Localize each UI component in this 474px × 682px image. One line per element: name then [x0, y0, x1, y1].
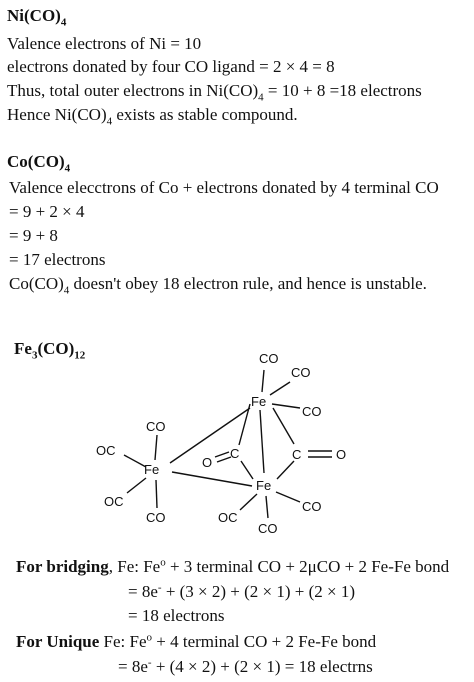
- unique-line1: For Unique Fe: Feo + 4 terminal CO + 2 F…: [16, 632, 376, 652]
- bridge2-c-label: C: [292, 447, 301, 462]
- bridging-line1-a: , Fe: Fe: [108, 557, 161, 576]
- fe3-co12-structure-diagram: Fe Fe Fe CO CO CO CO OC OC CO O C C O CO…: [96, 351, 346, 536]
- bridge1-o-label: O: [202, 455, 212, 470]
- bond-fe-left-co-down: [155, 479, 158, 509]
- bond-fe-left-co-up: [154, 434, 158, 461]
- oc-bottom-label: OC: [218, 510, 238, 525]
- ni-line2: electrons donated by four CO ligand = 2 …: [7, 57, 335, 76]
- bridging-line2-a: = 8e: [128, 582, 158, 601]
- ni-co4-heading: Ni(CO)4: [7, 6, 67, 29]
- fe-fe-bond-top-left: [169, 407, 251, 464]
- fe-fe-bond-top-bottom: [259, 409, 265, 474]
- unique-line2-b: + (4 × 2) + (2 × 1) = 18 electrns: [151, 657, 373, 676]
- fe-title-sub2: 12: [74, 349, 86, 362]
- ni-title-sub: 4: [60, 16, 67, 29]
- fe3-co12-heading: Fe3(CO)12: [14, 339, 86, 362]
- fe-title-sub1: 3: [31, 349, 38, 362]
- bond-fe-top-co1: [261, 369, 265, 393]
- co-line5-a: Co(CO): [9, 274, 64, 293]
- bond-bridge1-top: [238, 403, 251, 446]
- co-line2: = 9 + 2 × 4: [9, 202, 85, 221]
- fe-top-label: Fe: [251, 394, 266, 409]
- bridging-line2-sup: -: [157, 581, 162, 594]
- ni-title-main: Ni(CO): [7, 6, 61, 25]
- fe-title-b: (CO): [37, 339, 75, 358]
- ni-line4-sub: 4: [106, 115, 113, 128]
- ni-line3-a: Thus, total outer electrons in Ni(CO): [7, 81, 259, 100]
- bond-fe-bottom-oc: [239, 493, 258, 511]
- fe-fe-bond-left-bottom: [171, 471, 253, 487]
- fe-left-label: Fe: [144, 462, 159, 477]
- bridge2-o-label: O: [336, 447, 346, 462]
- bond-fe-top-co3: [271, 403, 301, 409]
- ni-line3-sub: 4: [258, 91, 264, 104]
- co-title-main: Co(CO): [7, 152, 65, 171]
- co-bottom-label: CO: [258, 521, 278, 536]
- ni-line3: Thus, total outer electrons in Ni(CO)4 =…: [7, 81, 422, 104]
- ni-line1: Valence electrons of Ni = 10: [7, 34, 202, 53]
- bond-bridge1-double-b: [216, 456, 232, 463]
- atom-labels: Fe Fe Fe CO CO CO CO OC OC CO O C C O CO…: [96, 351, 346, 536]
- bridging-line1: For bridging, Fe: Feo + 3 terminal CO + …: [16, 557, 449, 577]
- bond-fe-left-oc-low: [126, 477, 147, 494]
- bond-lines: [123, 369, 332, 519]
- ni-line4-a: Hence Ni(CO): [7, 105, 107, 124]
- bond-bridge1-double-a: [214, 451, 230, 458]
- bond-fe-left-oc: [123, 454, 147, 468]
- bond-bridge2-bottom: [276, 460, 295, 480]
- co-top2-label: CO: [291, 365, 311, 380]
- ni-line3-b: = 10 + 8 =18 electrons: [263, 81, 422, 100]
- co-top3-label: CO: [302, 404, 322, 419]
- bridging-line1-b: + 3 terminal CO + 2μCO + 2 Fe-Fe bond: [165, 557, 450, 576]
- co-line5-sub: 4: [63, 284, 70, 297]
- unique-label: For Unique: [16, 632, 100, 651]
- co-line5-b: doesn't obey 18 electron rule, and hence…: [69, 274, 427, 293]
- bond-bridge2-top: [272, 407, 295, 445]
- co-line3: = 9 + 8: [9, 226, 58, 245]
- co-line5: Co(CO)4 doesn't obey 18 electron rule, a…: [9, 274, 427, 297]
- co-line1: Valence elecctrons of Co + electrons don…: [9, 178, 439, 197]
- co-left-up-label: CO: [146, 419, 166, 434]
- ni-line4-b: exists as stable compound.: [112, 105, 298, 124]
- ni-line4: Hence Ni(CO)4 exists as stable compound.: [7, 105, 298, 128]
- unique-line2-sup: -: [147, 656, 152, 669]
- bond-bridge1-bottom: [240, 460, 254, 480]
- unique-sup: o: [146, 631, 153, 644]
- co-bottom-right-label: CO: [302, 499, 322, 514]
- unique-line2: = 8e- + (4 × 2) + (2 × 1) = 18 electrns: [118, 657, 373, 677]
- co-left-down-label: CO: [146, 510, 166, 525]
- bond-fe-bottom-co: [265, 495, 269, 519]
- co-line4: = 17 electrons: [9, 250, 106, 269]
- oc-left-label: OC: [96, 443, 116, 458]
- fe-title-a: Fe: [14, 339, 32, 358]
- bridge1-c-label: C: [230, 446, 239, 461]
- bridging-label: For bridging: [16, 557, 109, 576]
- fe-bottom-label: Fe: [256, 478, 271, 493]
- co-co4-heading: Co(CO)4: [7, 152, 71, 175]
- bond-fe-bottom-co-right: [275, 491, 301, 503]
- bond-fe-top-co2: [269, 381, 291, 396]
- bridging-line2-b: + (3 × 2) + (2 × 1) + (2 × 1): [161, 582, 356, 601]
- unique-line1-a: Fe: Fe: [99, 632, 147, 651]
- co-top1-label: CO: [259, 351, 279, 366]
- oc-left-low-label: OC: [104, 494, 124, 509]
- bridging-line3: = 18 electrons: [128, 606, 225, 625]
- unique-line2-a: = 8e: [118, 657, 148, 676]
- unique-line1-b: + 4 terminal CO + 2 Fe-Fe bond: [152, 632, 377, 651]
- bridging-sup: o: [160, 556, 166, 569]
- bridging-line2: = 8e- + (3 × 2) + (2 × 1) + (2 × 1): [128, 582, 355, 602]
- co-title-sub: 4: [64, 162, 71, 175]
